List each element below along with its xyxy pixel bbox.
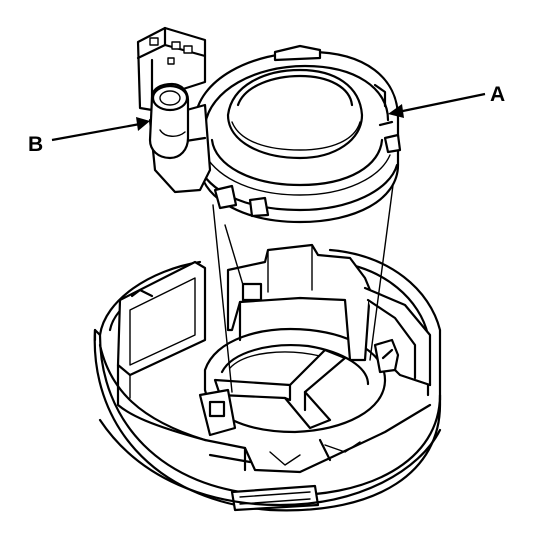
arrow-head-a — [388, 104, 404, 118]
arrow-head-b — [136, 117, 150, 131]
sensor-module — [136, 26, 402, 224]
alignment-lines — [212, 169, 396, 393]
base-holder — [93, 243, 442, 512]
callout-b: B — [28, 117, 150, 156]
callout-label-a: A — [490, 83, 505, 106]
callout-label-b: B — [28, 133, 43, 156]
callout-a: A — [388, 83, 505, 118]
